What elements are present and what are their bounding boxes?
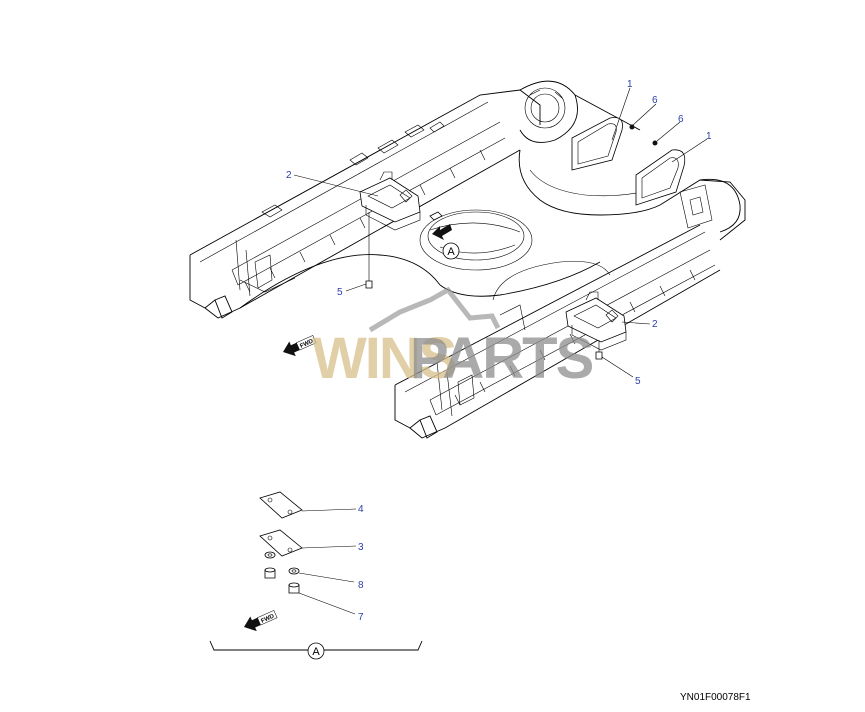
callout-7: 7 <box>358 612 364 623</box>
step-bolt-right <box>595 340 603 360</box>
washer-item-8 <box>288 567 300 575</box>
fwd-arrow-main: FWD <box>283 335 317 357</box>
watermark: WINS PARTS <box>312 286 595 391</box>
right-side-frame <box>394 178 746 439</box>
callout-3: 3 <box>358 542 364 553</box>
cover-bolt-lower <box>652 140 658 146</box>
plate-item-3 <box>259 529 303 557</box>
view-a-marker-detail: A <box>307 642 325 660</box>
callout-4: 4 <box>358 504 364 515</box>
step-bracket-left <box>359 171 421 231</box>
view-a-bracket <box>209 640 423 651</box>
watermark-part1: WINS <box>312 326 456 391</box>
detail-view-a: 4 3 8 7 FWD A <box>209 491 423 660</box>
view-a-marker-main: A <box>442 242 460 260</box>
bolt-left <box>264 567 276 579</box>
callout-5-left: 5 <box>337 287 343 298</box>
track-frame-cover-right <box>635 149 686 206</box>
callout-1-upper: 1 <box>627 79 633 90</box>
callouts-main: 1 6 6 1 2 5 2 5 <box>286 79 712 387</box>
lower-frame-drawing: A FWD <box>189 80 746 439</box>
drawing-code: YN01F00078F1 <box>680 692 751 703</box>
plate-item-4 <box>259 491 303 519</box>
callout-6-lower: 6 <box>678 114 684 125</box>
callout-8: 8 <box>358 580 364 591</box>
fwd-label-main: FWD <box>299 338 315 349</box>
callout-2-right: 2 <box>652 319 658 330</box>
callout-5-right: 5 <box>635 376 641 387</box>
watermark-part2: PARTS <box>410 326 593 391</box>
bolt-item-7 <box>288 582 300 594</box>
callout-1-lower: 1 <box>706 131 712 142</box>
track-frame-cover-left <box>571 117 623 171</box>
step-bracket-right <box>565 291 627 351</box>
step-bolt-left <box>365 212 373 289</box>
callout-2-left: 2 <box>286 170 292 181</box>
view-a-arrow <box>429 211 452 240</box>
fwd-arrow-detail: FWD <box>244 610 278 632</box>
cover-bolt-upper <box>629 124 635 130</box>
washer-left <box>264 551 276 559</box>
view-a-marker-main-label: A <box>447 246 455 258</box>
view-a-marker-detail-label: A <box>312 646 320 658</box>
callout-6-upper: 6 <box>652 95 658 106</box>
fwd-label-detail: FWD <box>260 613 276 624</box>
